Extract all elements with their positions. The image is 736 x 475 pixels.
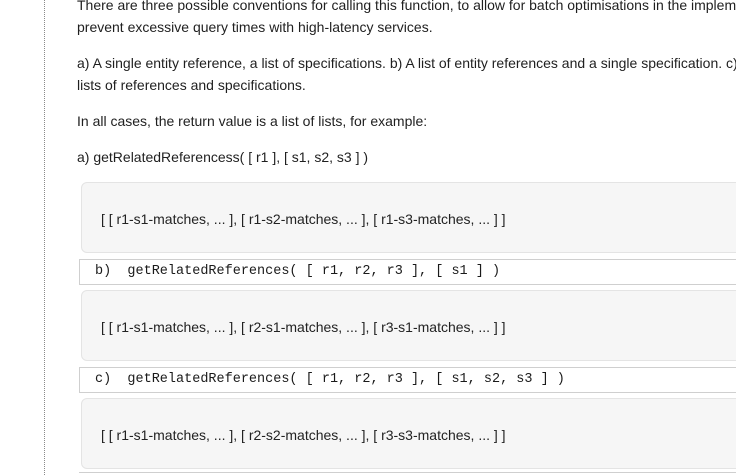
- intro-line-2: prevent excessive query times with high-…: [77, 19, 433, 35]
- code-c-text: c) getRelatedReferences( [ r1, r2, r3 ],…: [95, 372, 565, 387]
- result-block-b: [ [ r1-s1-matches, ... ], [ r2-s1-matche…: [81, 290, 736, 361]
- intro-line-1: There are three possible conventions for…: [77, 0, 736, 13]
- return-note: In all cases, the return value is a list…: [77, 113, 428, 129]
- options-paragraph: a) A single entity reference, a list of …: [77, 52, 736, 96]
- result-block-c: [ [ r1-s1-matches, ... ], [ r2-s2-matche…: [81, 398, 736, 469]
- code-line-c: c) getRelatedReferences( [ r1, r2, r3 ],…: [79, 367, 736, 393]
- next-block-edge: [79, 472, 736, 475]
- left-margin-rule: [44, 0, 45, 475]
- result-block-a: [ [ r1-s1-matches, ... ], [ r1-s2-matche…: [81, 182, 736, 253]
- code-b-text: b) getRelatedReferences( [ r1, r2, r3 ],…: [95, 264, 501, 279]
- options-line-1: a) A single entity reference, a list of …: [77, 55, 736, 71]
- result-a-text: [ [ r1-s1-matches, ... ], [ r1-s2-matche…: [101, 211, 506, 227]
- intro-paragraph: There are three possible conventions for…: [77, 0, 736, 38]
- options-line-2: lists of references and specifications.: [77, 77, 306, 93]
- result-b-text: [ [ r1-s1-matches, ... ], [ r2-s1-matche…: [101, 319, 506, 335]
- code-line-b: b) getRelatedReferences( [ r1, r2, r3 ],…: [79, 259, 736, 285]
- example-a-call: a) getRelatedReferencess( [ r1 ], [ s1, …: [77, 149, 369, 165]
- result-c-text: [ [ r1-s1-matches, ... ], [ r2-s2-matche…: [101, 427, 506, 443]
